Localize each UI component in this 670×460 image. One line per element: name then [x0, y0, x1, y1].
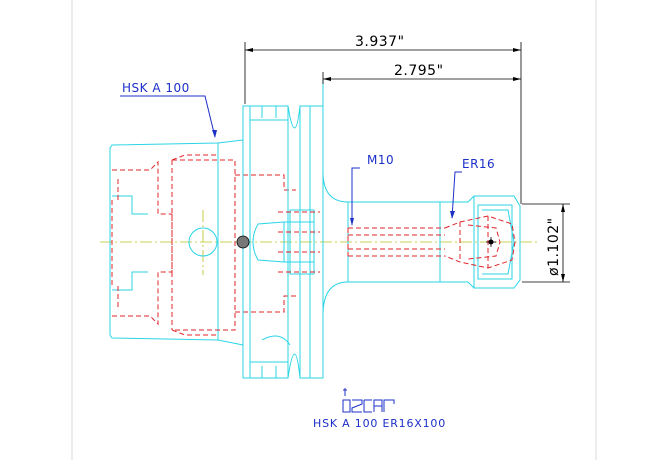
hsk-shank-outline [109, 139, 244, 346]
thread-label: M10 [367, 153, 394, 167]
drive-hole [188, 227, 218, 257]
end-mark [486, 237, 496, 247]
leader-shank: HSK A 100 [120, 81, 217, 138]
sheet-border [71, 0, 597, 460]
gauge-length-label: 2.795" [394, 63, 444, 79]
shank-hidden-lines [111, 154, 296, 336]
extension-body [322, 80, 521, 378]
leader-collet: ER16 [450, 157, 495, 219]
leader-thread: M10 [350, 153, 394, 226]
overall-length-label: 3.937" [355, 34, 405, 50]
balance-marker [236, 235, 250, 249]
brand-logo [342, 388, 395, 413]
dimension-diameter: ø1.102" [522, 203, 570, 283]
shank-label: HSK A 100 [122, 81, 190, 95]
internal-hidden-lines [347, 215, 516, 269]
dimension-gauge-length: 2.795" [322, 63, 521, 84]
drawing-caption: HSK A 100 ER16X100 [313, 417, 446, 430]
diameter-label: ø1.102" [546, 217, 562, 276]
dimension-overall-length: 3.937" [244, 34, 522, 204]
flange-body [242, 105, 324, 379]
coolant-tube [252, 209, 320, 275]
collet-label: ER16 [462, 157, 495, 171]
